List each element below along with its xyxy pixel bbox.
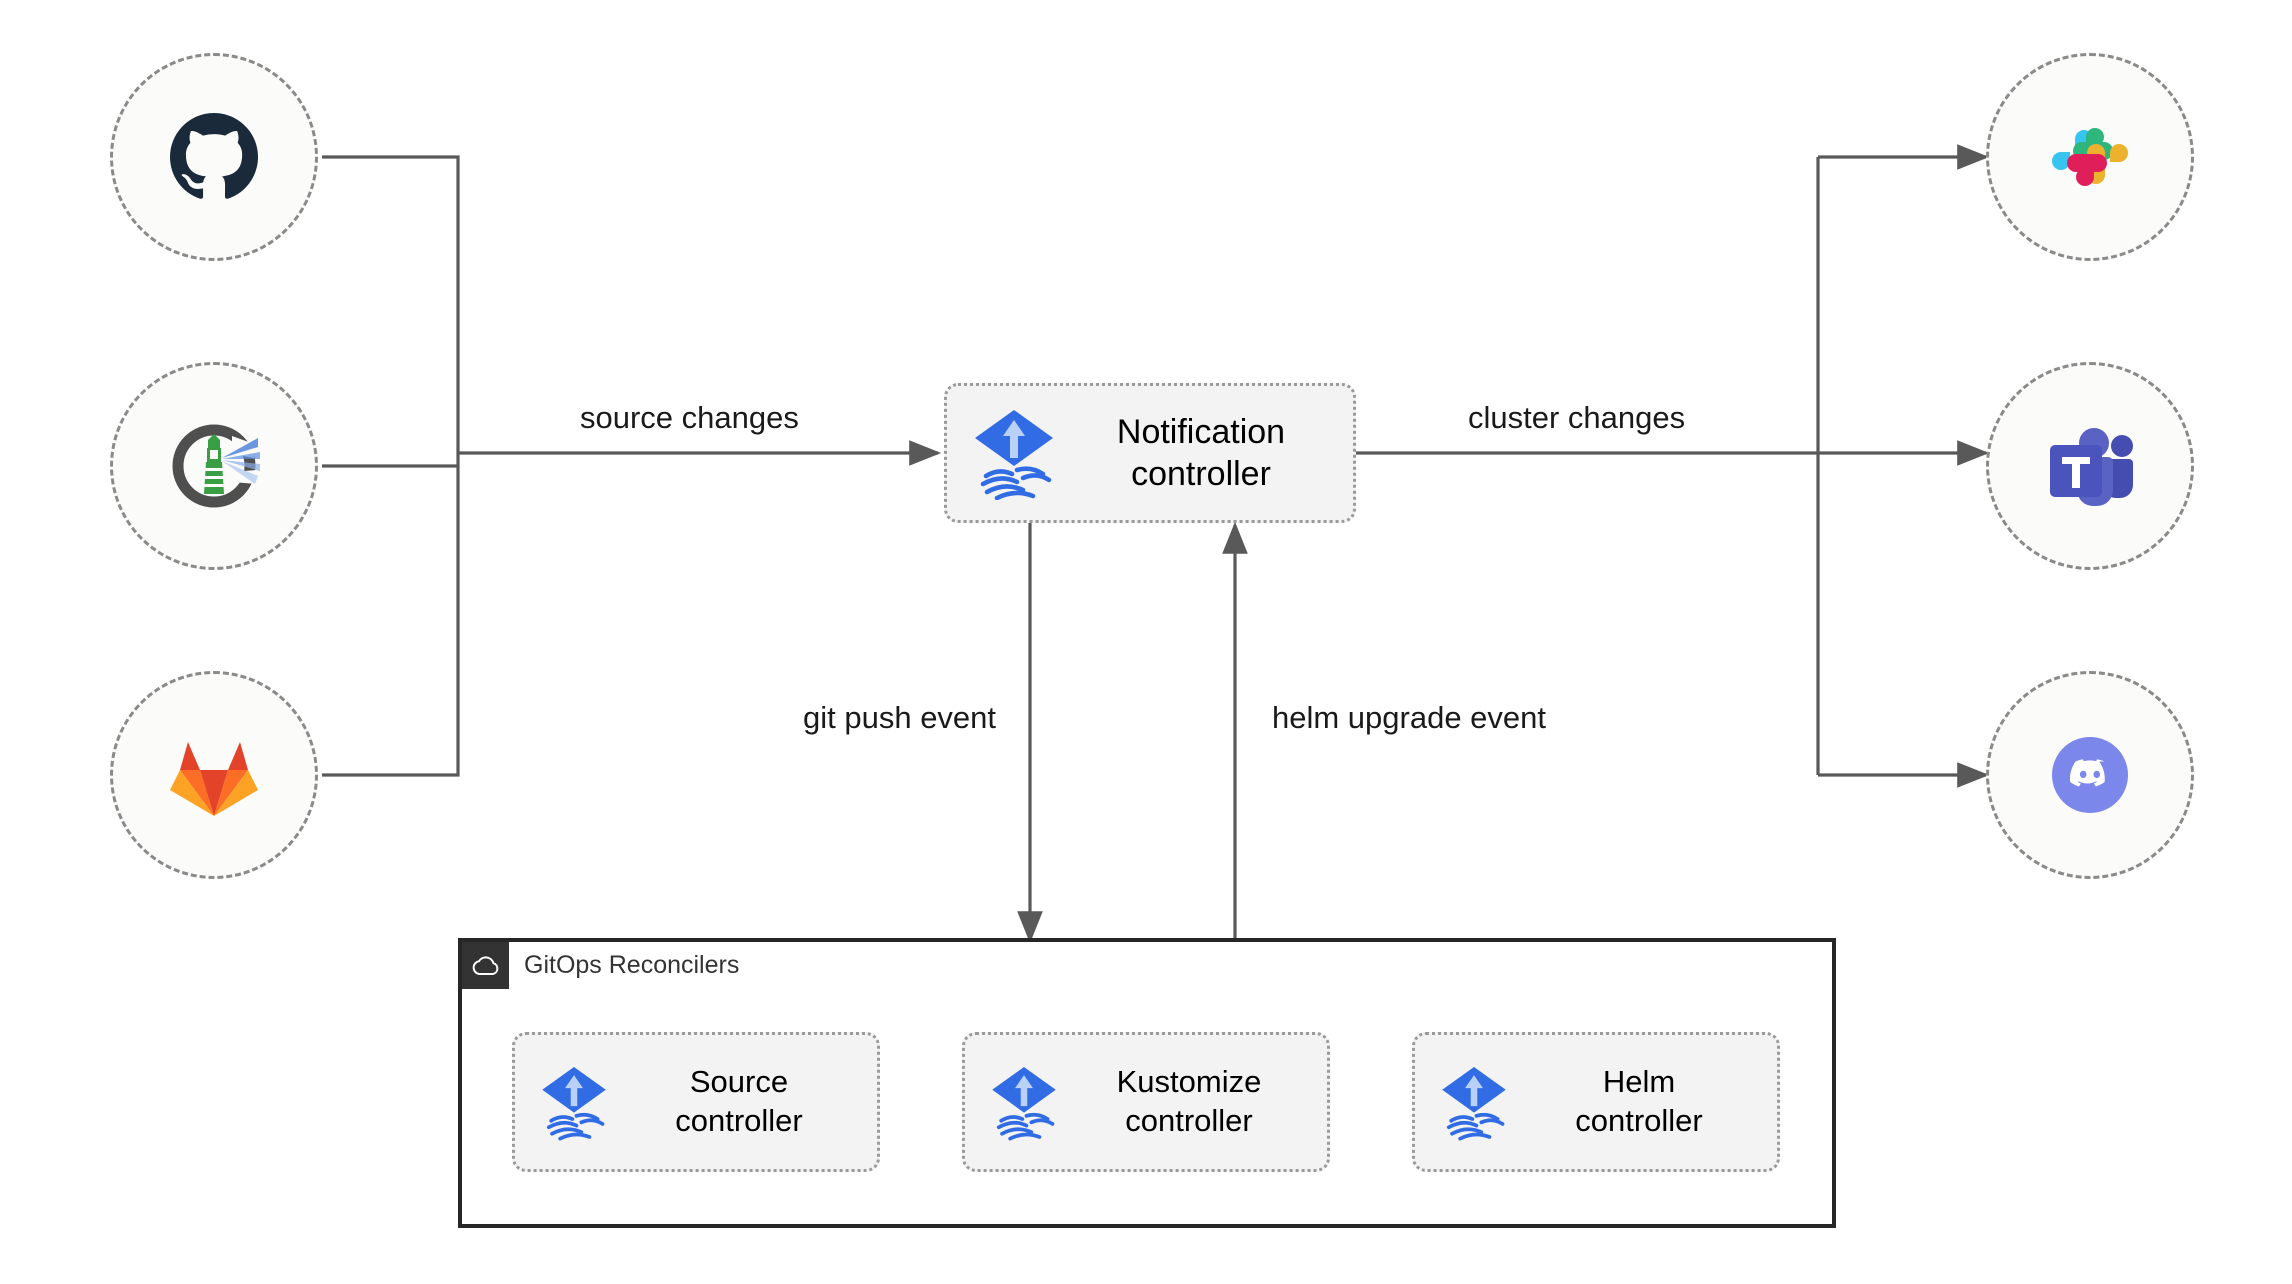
helm-icon bbox=[172, 424, 260, 508]
source-node-gitlab[interactable] bbox=[110, 671, 318, 879]
source-controller-label: Source controller bbox=[675, 1064, 803, 1138]
flux-icon bbox=[542, 1067, 606, 1141]
kustomize-controller-box[interactable]: Kustomize controller bbox=[962, 1032, 1330, 1172]
source-node-helm[interactable] bbox=[110, 362, 318, 570]
gitops-header: GitOps Reconcilers bbox=[462, 942, 739, 989]
notification-controller-label: Notification controller bbox=[1116, 412, 1286, 494]
destination-node-slack[interactable] bbox=[1986, 53, 2194, 261]
flux-icon bbox=[1442, 1067, 1506, 1141]
discord-icon bbox=[2052, 737, 2128, 813]
edge-label-git-push-event: git push event bbox=[803, 700, 997, 735]
cloud-icon bbox=[472, 955, 498, 975]
kustomize-controller-label: Kustomize controller bbox=[1116, 1064, 1262, 1138]
flux-icon bbox=[975, 410, 1053, 500]
gitlab-icon bbox=[170, 742, 258, 816]
destination-node-teams[interactable] bbox=[1986, 362, 2194, 570]
gitops-title: GitOps Reconcilers bbox=[524, 951, 740, 979]
cloud-icon-tile bbox=[462, 942, 509, 989]
edge-label-source-changes: source changes bbox=[580, 400, 799, 435]
edge-label-helm-upgrade-event: helm upgrade event bbox=[1272, 700, 1547, 735]
notification-controller-box[interactable]: Notification controller bbox=[944, 383, 1356, 523]
helm-controller-box[interactable]: Helm controller bbox=[1412, 1032, 1780, 1172]
slack-icon bbox=[2052, 128, 2128, 186]
destination-node-discord[interactable] bbox=[1986, 671, 2194, 879]
teams-icon bbox=[2050, 428, 2133, 506]
edge-label-cluster-changes: cluster changes bbox=[1468, 400, 1686, 435]
github-icon bbox=[170, 113, 258, 199]
helm-controller-label: Helm controller bbox=[1575, 1064, 1703, 1138]
source-node-github[interactable] bbox=[110, 53, 318, 261]
flux-icon bbox=[992, 1067, 1056, 1141]
source-controller-box[interactable]: Source controller bbox=[512, 1032, 880, 1172]
